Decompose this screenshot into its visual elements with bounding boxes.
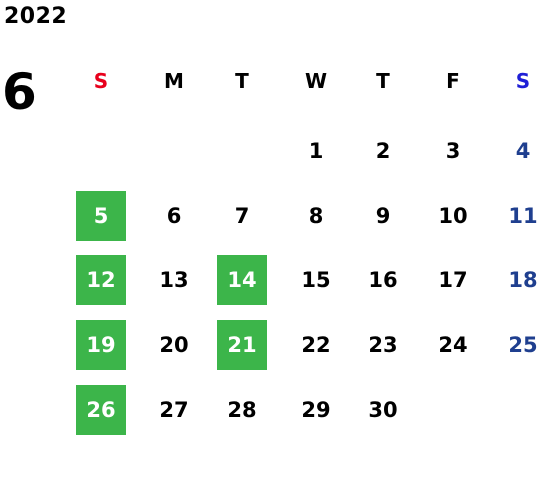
weekday-header-mon: M <box>164 69 184 93</box>
date-cell-8[interactable]: 8 <box>308 203 324 228</box>
date-cell-15[interactable]: 15 <box>301 267 331 292</box>
date-cell-27[interactable]: 27 <box>159 397 189 422</box>
month-number: 6 <box>2 63 37 121</box>
date-cell-26[interactable]: 26 <box>76 385 126 435</box>
date-cell-1[interactable]: 1 <box>308 138 324 163</box>
date-cell-18[interactable]: 18 <box>508 267 538 292</box>
date-cell-11[interactable]: 11 <box>508 203 538 228</box>
date-cell-14[interactable]: 14 <box>217 255 267 305</box>
date-cell-12[interactable]: 12 <box>76 255 126 305</box>
date-cell-24[interactable]: 24 <box>438 332 468 357</box>
date-cell-29[interactable]: 29 <box>301 397 331 422</box>
date-cell-10[interactable]: 10 <box>438 203 468 228</box>
date-cell-23[interactable]: 23 <box>368 332 398 357</box>
date-cell-13[interactable]: 13 <box>159 267 189 292</box>
date-cell-5[interactable]: 5 <box>76 191 126 241</box>
weekday-header-sun: S <box>93 69 109 93</box>
weekday-header-sat: S <box>515 69 531 93</box>
date-cell-17[interactable]: 17 <box>438 267 468 292</box>
weekday-header-wed: W <box>304 69 328 93</box>
date-cell-25[interactable]: 25 <box>508 332 538 357</box>
date-cell-6[interactable]: 6 <box>166 203 182 228</box>
date-cell-7[interactable]: 7 <box>234 203 250 228</box>
date-cell-20[interactable]: 20 <box>159 332 189 357</box>
date-cell-2[interactable]: 2 <box>375 138 391 163</box>
date-cell-3[interactable]: 3 <box>445 138 461 163</box>
year-label: 2022 <box>4 4 68 29</box>
date-cell-9[interactable]: 9 <box>375 203 391 228</box>
date-cell-19[interactable]: 19 <box>76 320 126 370</box>
date-cell-21[interactable]: 21 <box>217 320 267 370</box>
date-cell-16[interactable]: 16 <box>368 267 398 292</box>
weekday-header-thu: T <box>376 69 390 93</box>
date-cell-30[interactable]: 30 <box>368 397 398 422</box>
weekday-header-tue: T <box>235 69 249 93</box>
date-cell-22[interactable]: 22 <box>301 332 331 357</box>
date-cell-4[interactable]: 4 <box>515 138 531 163</box>
weekday-header-fri: F <box>446 69 460 93</box>
date-cell-28[interactable]: 28 <box>227 397 257 422</box>
